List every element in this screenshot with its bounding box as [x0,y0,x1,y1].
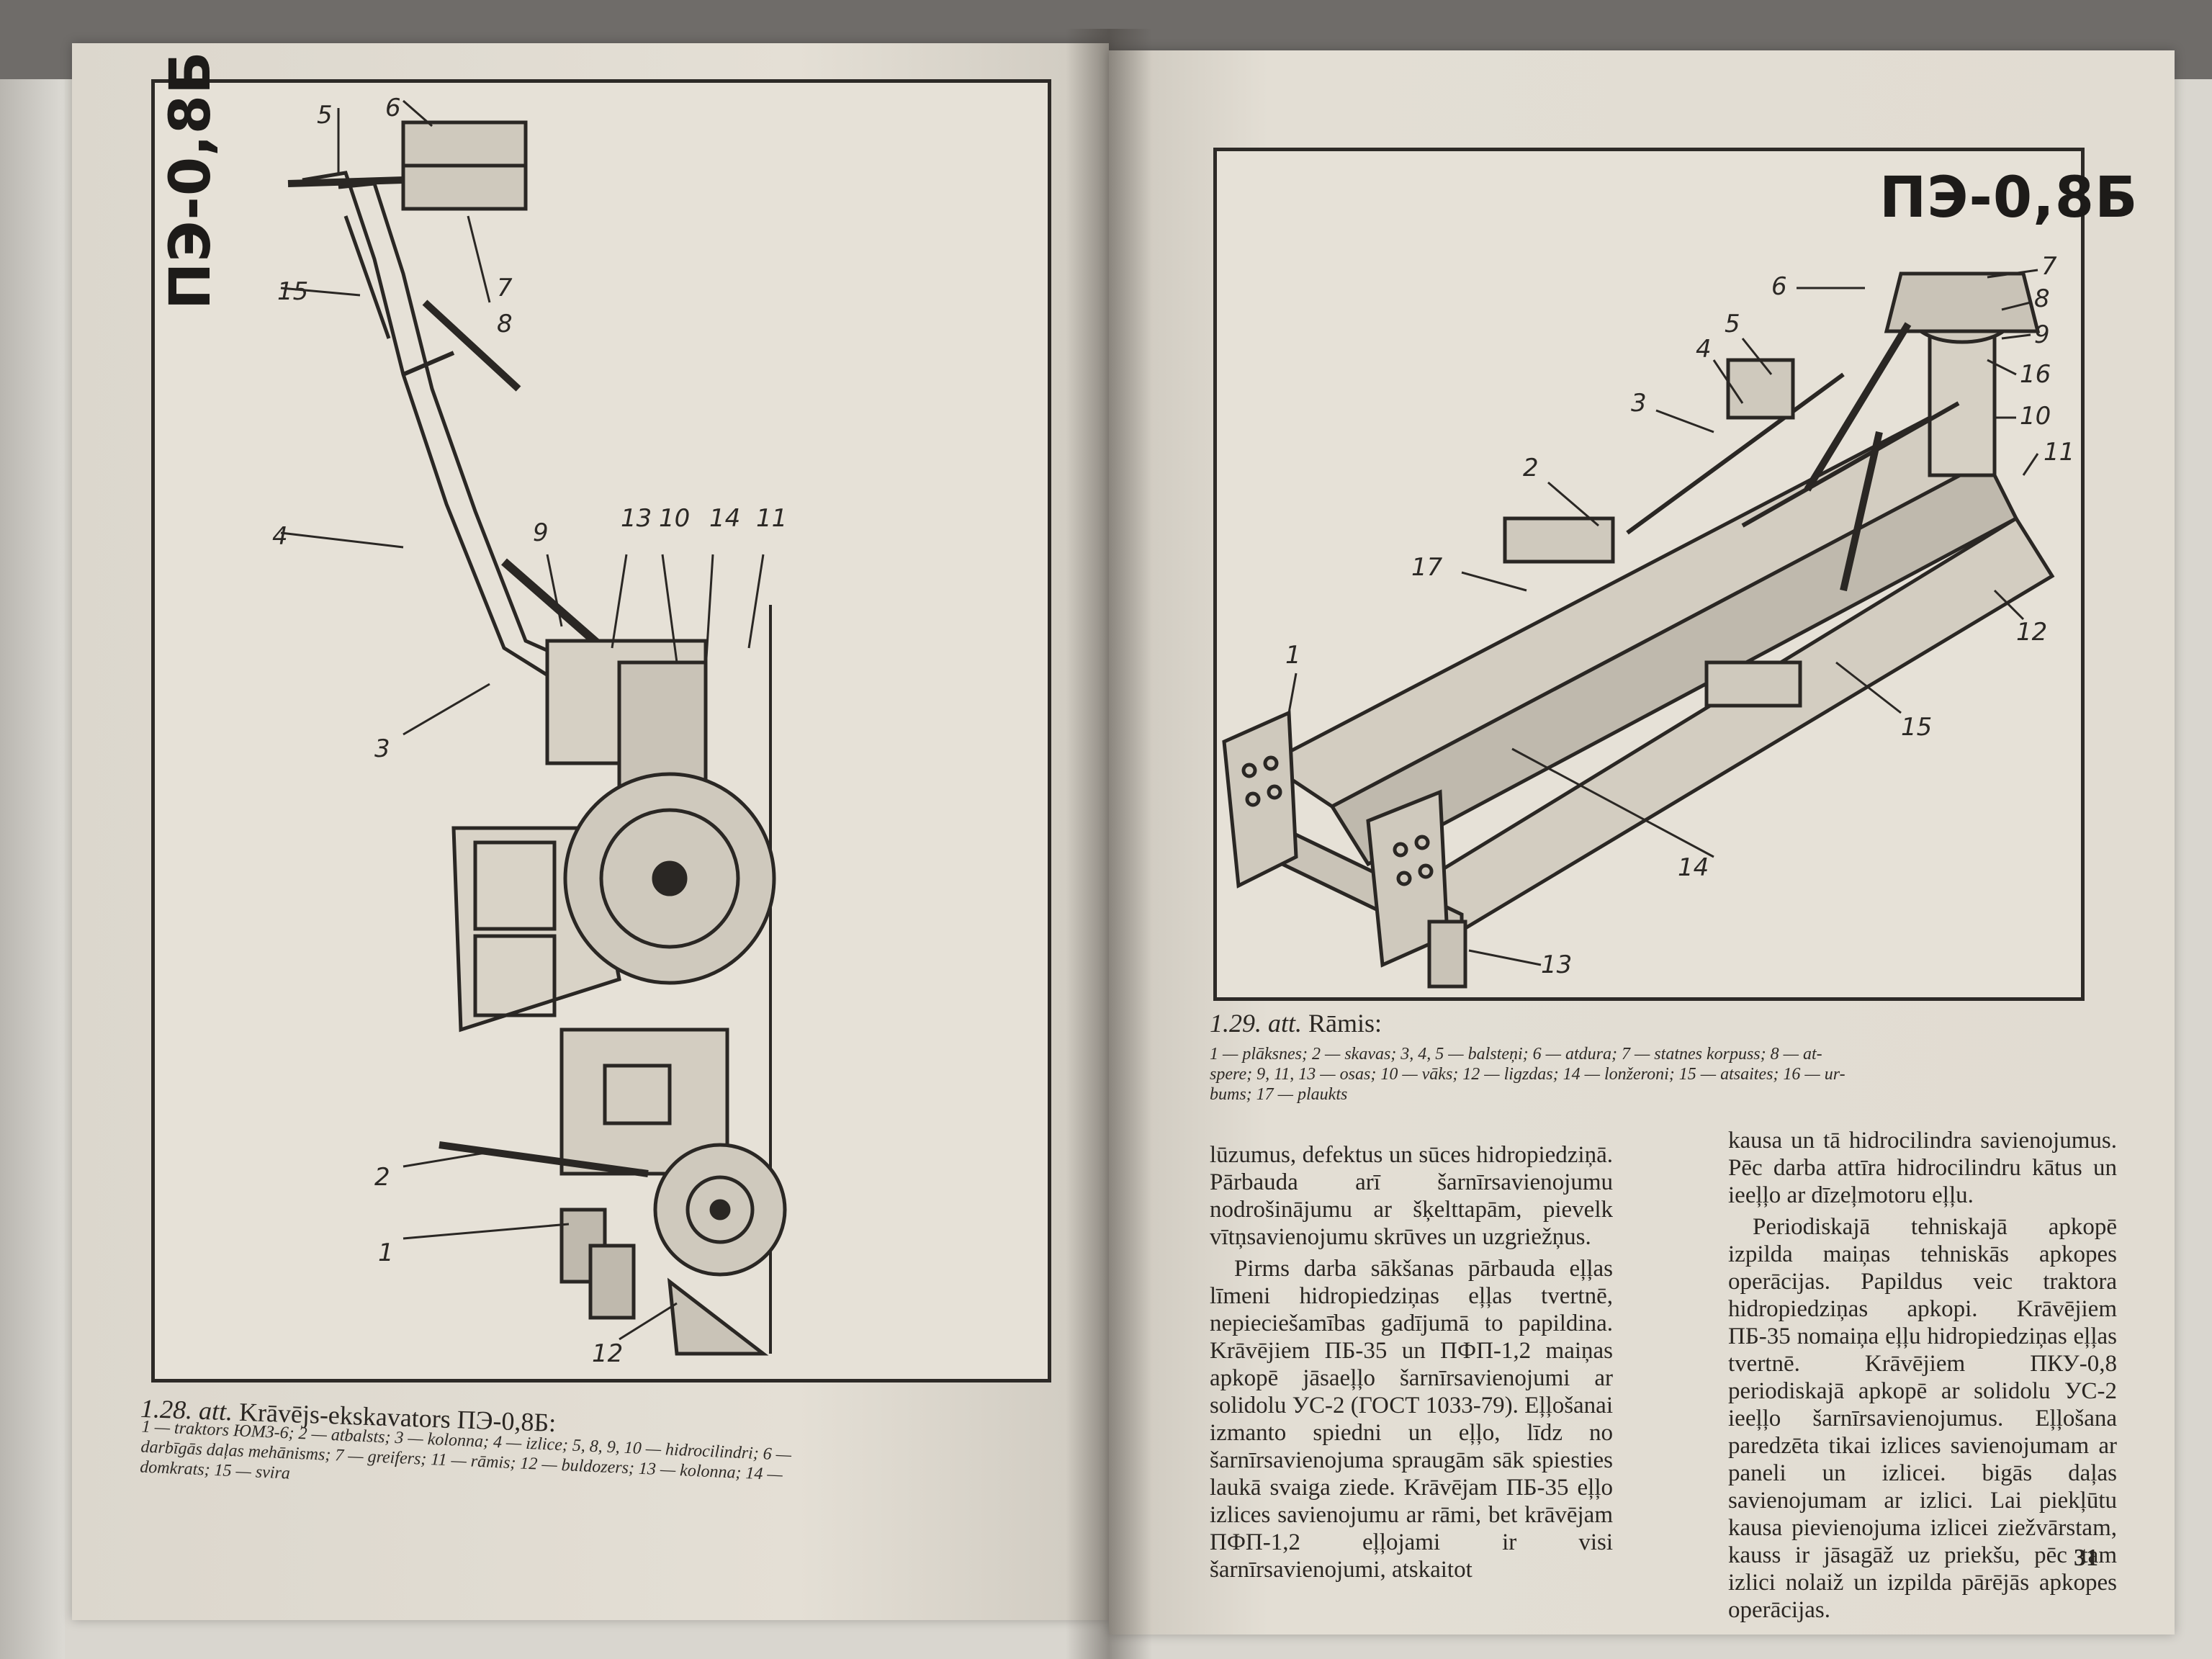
right-callout-8: 8 [2034,284,2050,313]
left-callout-3: 3 [374,734,390,763]
right-caption-title: Rāmis: [1308,1009,1382,1038]
left-callout-9: 9 [533,518,549,547]
cover-edge [0,79,65,1659]
left-callout-4: 4 [272,522,288,551]
right-model-label: ПЭ-0,8Б [1879,166,2139,230]
body-paragraph: kausa un tā hidrocilindra savienojumus. … [1728,1128,2117,1208]
right-legend-line: bums; 17 — plaukts [1210,1085,1348,1104]
body-paragraph: Periodiskajā tehniskajā apkopē izpilda m… [1728,1214,2117,1623]
left-callout-11: 11 [756,504,788,533]
left-callout-12: 12 [592,1339,624,1368]
right-callout-7: 7 [2041,252,2057,281]
right-legend-line: 1 — plāksnes; 2 — skavas; 3, 4, 5 — bals… [1210,1045,1822,1064]
left-callout-6: 6 [385,94,401,122]
right-callout-4: 4 [1696,335,1712,364]
left-callout-5: 5 [317,101,333,130]
right-callout-1: 1 [1285,641,1301,670]
left-callout-8: 8 [497,310,513,338]
right-legend-line: spere; 9, 11, 13 — osas; 10 — vāks; 12 —… [1210,1065,1845,1084]
body-column-1: lūzumus, defektus un sūces hidropiedziņā… [1210,1141,1613,1588]
right-callout-15: 15 [1901,713,1933,742]
left-callout-7: 7 [497,274,513,302]
body-column-2: kausa un tā hidrocilindra savienojumus. … [1728,1127,2117,1628]
left-callout-10: 10 [659,504,691,533]
right-callout-13: 13 [1541,950,1573,979]
right-callout-14: 14 [1678,853,1709,882]
right-caption-number: 1.29. att. [1210,1009,1303,1038]
left-callout-14: 14 [709,504,741,533]
right-callout-5: 5 [1725,310,1740,338]
page-number: 31 [2074,1545,2098,1571]
right-callout-16: 16 [2020,360,2051,389]
left-callout-15: 15 [277,277,309,306]
right-callout-10: 10 [2020,402,2051,431]
book-spine-shadow [1066,29,1152,1659]
left-callout-2: 2 [374,1163,390,1192]
right-callout-9: 9 [2034,320,2050,349]
body-paragraph: lūzumus, defektus un sūces hidropiedziņā… [1210,1142,1613,1250]
right-figure-legend: 1 — plāksnes; 2 — skavas; 3, 4, 5 — bals… [1210,1044,2103,1105]
left-callout-13: 13 [621,504,652,533]
right-callout-2: 2 [1523,454,1539,482]
right-callout-6: 6 [1771,272,1787,301]
body-paragraph: Pirms darba sākšanas pārbauda eļļas līme… [1210,1256,1613,1583]
right-callout-12: 12 [2016,618,2048,647]
right-callout-3: 3 [1631,389,1647,418]
left-callout-1: 1 [378,1238,394,1267]
right-callout-11: 11 [2044,438,2075,467]
right-figure-caption: 1.29. att. Rāmis: [1210,1008,1382,1038]
right-callout-17: 17 [1411,553,1443,582]
